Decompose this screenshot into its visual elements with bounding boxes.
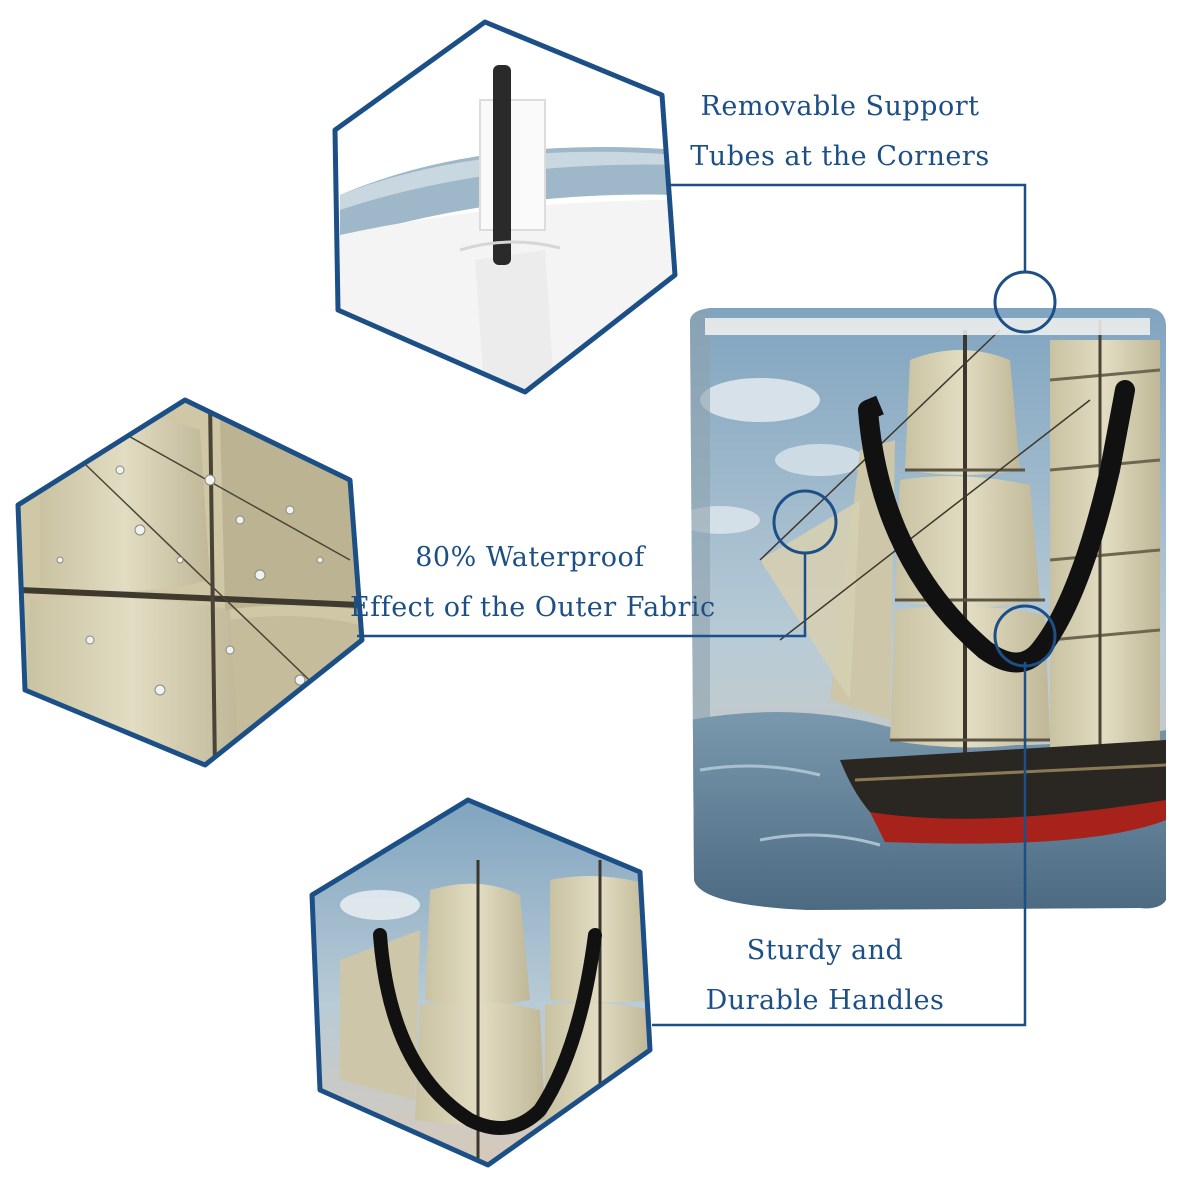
support-tube-detail — [332, 19, 678, 395]
connector-handles — [652, 662, 1027, 1027]
callout-waterproof-line1: 80% Waterproof — [415, 542, 645, 573]
laundry-basket — [690, 308, 1166, 910]
ship-hull — [840, 740, 1166, 844]
connector-waterproof — [357, 553, 807, 638]
callout-waterproof-line2: Effect of the Outer Fabric — [350, 592, 716, 623]
handles-detail — [309, 797, 653, 1168]
ship-sails-far — [1049, 320, 1161, 760]
callout-handles: Sturdy and Durable Handles — [640, 926, 1010, 1026]
callout-handles-line1: Sturdy and — [746, 935, 904, 966]
connector-tubes — [670, 183, 1027, 272]
callout-handles-line2: Durable Handles — [705, 985, 945, 1016]
callout-waterproof: 80% Waterproof Effect of the Outer Fabri… — [350, 533, 716, 633]
circle-marker-icon — [993, 270, 1057, 334]
circle-marker-icon — [993, 604, 1057, 668]
callout-tubes-line1: Removable Support — [700, 91, 980, 122]
waterproof-fabric-detail — [15, 397, 365, 768]
callout-tubes-line2: Tubes at the Corners — [690, 141, 990, 172]
callout-support-tubes: Removable Support Tubes at the Corners — [660, 82, 1020, 182]
callout-connectors — [357, 183, 1027, 1027]
circle-marker-icon — [772, 489, 838, 555]
